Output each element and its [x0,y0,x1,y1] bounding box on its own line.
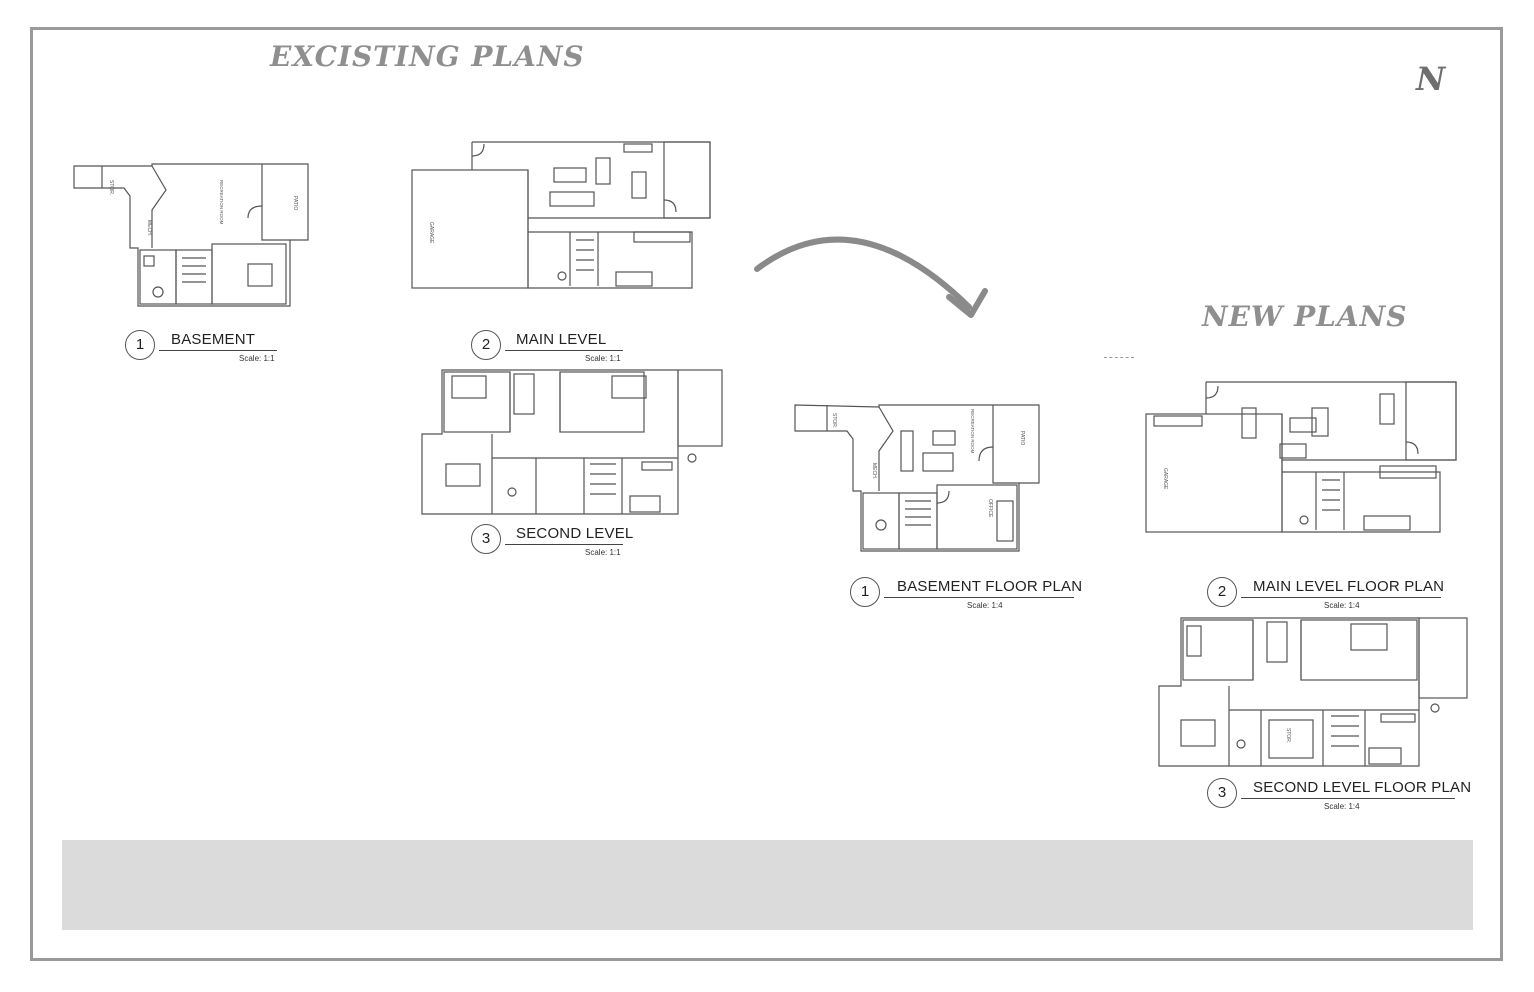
existing-plans-heading: EXCISTING PLANS [270,40,585,73]
plan-title-rule [159,350,277,351]
plan-title-rule [505,544,623,545]
plan-number-circle: 3 [1207,778,1237,808]
new-patio-tag: PATIO [1019,431,1025,445]
label-existing-second-level: 3 SECOND LEVEL Scale: 1:1 [471,524,641,558]
patio-tag: PATIO [292,196,298,210]
plan-number-circle: 1 [125,330,155,360]
plan-title: BASEMENT [171,331,256,348]
plan-title: BASEMENT FLOOR PLAN [897,578,1083,595]
plan-number-circle: 3 [471,524,501,554]
plan-number-circle: 2 [471,330,501,360]
plan-scale: Scale: 1:1 [585,354,621,363]
plan-title-rule [1241,597,1441,598]
plan-number-circle: 1 [850,577,880,607]
label-existing-main-level: 2 MAIN LEVEL Scale: 1:1 [471,330,641,364]
existing-main-level-plan: GARAGE [410,140,715,292]
plan-title-rule [505,350,623,351]
plan-scale: Scale: 1:1 [239,354,275,363]
label-new-second-level: 3 SECOND LEVEL FLOOR PLAN Scale: 1:4 [1207,778,1477,812]
new-garage-tag: GARAGE [1162,468,1168,490]
plan-number-circle: 2 [1207,577,1237,607]
mech-tag: MECH. [146,220,152,236]
new-mech-tag: MECH. [871,463,877,479]
second-stor-tag: STOR. [1285,728,1291,743]
existing-second-level-plan [416,368,726,518]
plan-title-rule [1241,798,1455,799]
new-recreation-tag: RECREATION ROOM [970,409,975,454]
plan-title: SECOND LEVEL FLOOR PLAN [1253,779,1472,796]
plan-scale: Scale: 1:4 [1324,601,1360,610]
office-tag: OFFICE [987,499,993,518]
transition-arrow [745,215,995,330]
dashed-mark [1104,357,1134,358]
new-stor-tag: STOR. [831,413,837,428]
plan-title-rule [884,597,1074,598]
plan-title: SECOND LEVEL [516,525,634,542]
new-main-level-plan: GARAGE [1144,380,1460,536]
plan-scale: Scale: 1:1 [585,548,621,557]
label-existing-basement: 1 BASEMENT Scale: 1:1 [125,330,295,364]
new-basement-plan: STOR. RECREATION ROOM PATIO MECH. OFFICE [793,403,1043,555]
north-indicator: N [1416,60,1446,98]
new-second-level-plan: STOR. [1155,616,1471,772]
plan-title: MAIN LEVEL FLOOR PLAN [1253,578,1445,595]
label-new-main-level: 2 MAIN LEVEL FLOOR PLAN Scale: 1:4 [1207,577,1467,611]
label-new-basement: 1 BASEMENT FLOOR PLAN Scale: 1:4 [850,577,1090,611]
drawing-sheet [30,27,1503,961]
existing-basement-plan: STOR. RECREATION ROOM PATIO MECH. [72,160,312,312]
plan-scale: Scale: 1:4 [1324,802,1360,811]
recreation-tag: RECREATION ROOM [219,180,224,225]
plan-scale: Scale: 1:4 [967,601,1003,610]
garage-tag: GARAGE [428,222,434,244]
title-block-band [62,840,1473,930]
new-plans-heading: NEW PLANS [1202,300,1408,333]
plan-title: MAIN LEVEL [516,331,607,348]
stor-tag: STOR. [108,180,114,195]
